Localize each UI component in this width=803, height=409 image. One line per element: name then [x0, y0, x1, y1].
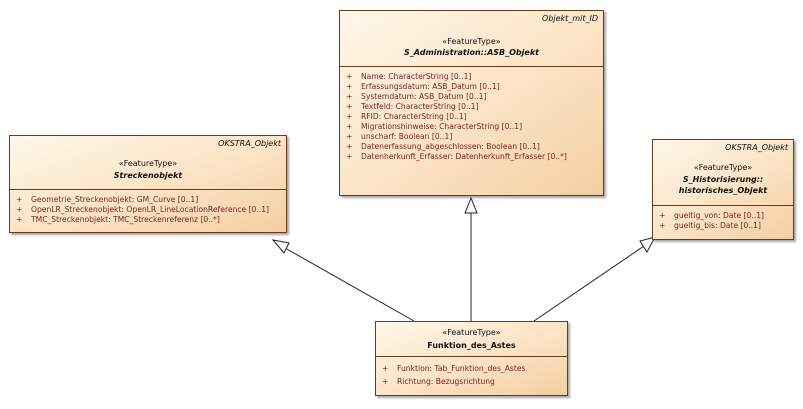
class-tag: OKSTRA_Objekt	[725, 143, 788, 152]
attribute-list: +Geometrie_Streckenobjekt: GM_Curve [0..…	[10, 190, 286, 225]
class-name: Funktion_des_Astes	[427, 341, 516, 350]
attribute-row: +unscharf: Boolean [0..1]	[346, 132, 453, 141]
attribute-row: +gueltig_von: Date [0..1]	[659, 211, 765, 220]
attribute-row: +Erfassungsdatum: ASB_Datum [0..1]	[346, 82, 500, 91]
class-tag: Objekt_mit_ID	[542, 14, 598, 23]
attribute-row: +Geometrie_Streckenobjekt: GM_Curve [0..…	[16, 195, 199, 204]
class-name: Streckenobjekt	[113, 171, 183, 180]
attribute-row: +Systemdatum: ASB_Datum [0..1]	[346, 92, 487, 101]
attribute-row: +Textfeld: CharacterString [0..1]	[346, 102, 479, 111]
attribute-row: +OpenLR_Streckenobjekt: OpenLR_LineLocat…	[16, 205, 269, 214]
connector-funktion-to-strecke	[284, 247, 415, 322]
attribute-row: +gueltig_bis: Date [0..1]	[659, 221, 761, 230]
attribute-row: +Datenherkunft_Erfasser: Datenherkunft_E…	[346, 152, 567, 161]
generalization-arrowhead-asb	[464, 196, 478, 214]
attribute-row: +Funktion: Tab_Funktion_des_Astes	[382, 364, 526, 373]
class-stereotype: «FeatureType»	[118, 159, 178, 168]
class-stereotype: «FeatureType»	[693, 163, 753, 172]
class-historisches-objekt[interactable]: OKSTRA_Objekt «FeatureType» S_Historisie…	[652, 139, 794, 240]
connector-funktion-to-hist	[533, 245, 645, 322]
class-stereotype: «FeatureType»	[442, 37, 501, 46]
attribute-row: +Name: CharacterString [0..1]	[346, 72, 472, 81]
attribute-row: +Richtung: Bezugsrichtung	[382, 377, 495, 386]
class-name: S_Administration::ASB_Objekt	[404, 48, 539, 57]
class-streckenobjekt[interactable]: OKSTRA_Objekt «FeatureType» Streckenobje…	[9, 135, 287, 233]
attribute-list: +Name: CharacterString [0..1] +Erfassung…	[340, 67, 603, 162]
generalization-arrowhead-hist	[639, 236, 656, 253]
attribute-row: +TMC_Streckenobjekt: TMC_Streckenreferen…	[16, 215, 220, 224]
attribute-list: +gueltig_von: Date [0..1] +gueltig_bis: …	[653, 206, 793, 231]
class-tag: OKSTRA_Objekt	[218, 139, 281, 148]
attribute-row: +RFID: CharacterString [0..1]	[346, 112, 467, 121]
class-stereotype: «FeatureType»	[442, 328, 501, 337]
class-name-namespace: S_Historisierung::	[682, 175, 764, 184]
attribute-row: +Migrationshinweise: CharacterString [0.…	[346, 122, 523, 131]
generalization-arrowhead-strecke	[271, 239, 290, 254]
class-name: historisches_Objekt	[678, 186, 768, 195]
attribute-row: +Datenerfassung_abgeschlossen: Boolean […	[346, 142, 540, 151]
class-asb-objekt[interactable]: Objekt_mit_ID «FeatureType» S_Administra…	[339, 10, 604, 196]
class-funktion-des-astes[interactable]: «FeatureType» Funktion_des_Astes +Funkti…	[375, 321, 568, 396]
attribute-list: +Funktion: Tab_Funktion_des_Astes +Richt…	[376, 357, 567, 388]
